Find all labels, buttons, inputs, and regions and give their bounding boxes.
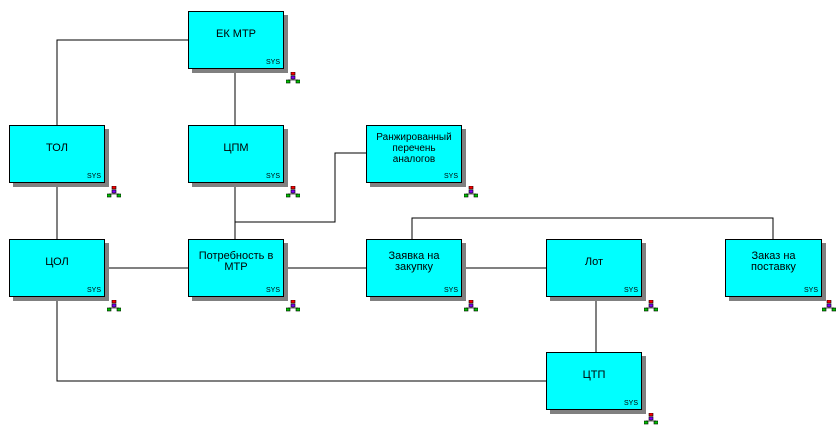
node-cpm[interactable]: ЦПМ SYS <box>188 125 284 183</box>
node-label: ЦПМ <box>223 141 249 154</box>
node-label: ЦОЛ <box>45 255 69 268</box>
node-delivery-order[interactable]: Заказ на поставку SYS <box>725 239 822 297</box>
node-tol[interactable]: ТОЛ SYS <box>9 125 105 183</box>
sys-tag: SYS <box>443 287 458 294</box>
hierarchy-icon[interactable] <box>463 185 479 198</box>
node-lot[interactable]: Лот SYS <box>546 239 642 297</box>
hierarchy-icon[interactable] <box>285 71 301 84</box>
node-ek-mtr[interactable]: ЕК МТР SYS <box>188 11 284 69</box>
hierarchy-icon[interactable] <box>463 299 479 312</box>
hierarchy-icon[interactable] <box>106 185 122 198</box>
node-ctp[interactable]: ЦТП SYS <box>546 352 642 410</box>
node-col[interactable]: ЦОЛ SYS <box>9 239 105 297</box>
hierarchy-icon[interactable] <box>285 299 301 312</box>
node-label: Лот <box>584 255 604 268</box>
hierarchy-icon[interactable] <box>643 299 659 312</box>
node-label: Потребность в МТР <box>198 250 274 273</box>
connector-ek-tol <box>56 39 189 125</box>
connector-col-ctp <box>56 296 546 382</box>
sys-tag: SYS <box>803 287 818 294</box>
sys-tag: SYS <box>265 173 280 180</box>
sys-tag: SYS <box>623 400 638 407</box>
hierarchy-icon[interactable] <box>643 412 659 425</box>
node-label: Заявка на закупку <box>388 250 440 273</box>
node-need-mtr[interactable]: Потребность в МТР SYS <box>188 239 284 297</box>
node-label: ЦТП <box>582 368 606 381</box>
node-purchase-request[interactable]: Заявка на закупку SYS <box>366 239 462 297</box>
sys-tag: SYS <box>623 287 638 294</box>
node-label: Ранжированный перечень аналогов <box>376 131 452 165</box>
hierarchy-icon[interactable] <box>285 185 301 198</box>
connector-request-order <box>411 217 774 239</box>
hierarchy-icon[interactable] <box>106 299 122 312</box>
node-label: ТОЛ <box>46 141 68 154</box>
node-ranked-list[interactable]: Ранжированный перечень аналогов SYS <box>366 125 462 183</box>
sys-tag: SYS <box>265 287 280 294</box>
sys-tag: SYS <box>443 173 458 180</box>
connector-ranked-need <box>235 152 366 223</box>
node-label: ЕК МТР <box>215 27 257 40</box>
sys-tag: SYS <box>86 173 101 180</box>
node-label: Заказ на поставку <box>751 250 796 273</box>
hierarchy-icon[interactable] <box>821 299 837 312</box>
sys-tag: SYS <box>86 287 101 294</box>
sys-tag: SYS <box>265 59 280 66</box>
